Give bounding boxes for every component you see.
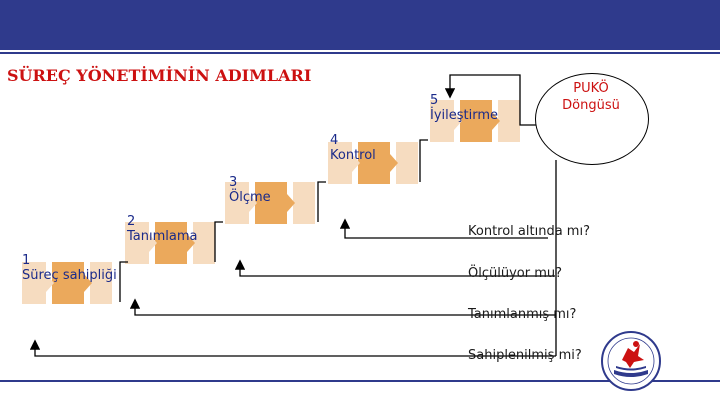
step-label-3: 3 Ölçme	[229, 175, 271, 205]
step-4-middle-block	[358, 142, 390, 184]
step-5-chevron-2	[492, 112, 500, 130]
header-banner	[0, 0, 720, 50]
step-2-left-block	[125, 222, 149, 264]
step-3-chevron-1	[249, 194, 257, 212]
step-1-right-block	[90, 262, 112, 304]
step-4-chevron-2	[390, 154, 398, 172]
page-title: SÜREÇ YÖNETİMİNİN ADIMLARI	[7, 66, 312, 85]
step-4-chevron-1	[352, 154, 360, 172]
step-name-4: Kontrol	[330, 148, 376, 163]
step-number-3: 3	[229, 175, 238, 190]
step-1-chevron-1	[46, 274, 54, 292]
feedback-arrow-tanimlama	[129, 298, 556, 316]
step-2-chevron-2	[187, 234, 195, 252]
step-label-2: 2 Tanımlama	[127, 214, 197, 244]
step-name-2: Tanımlama	[127, 229, 198, 244]
step-4-right-block	[396, 142, 418, 184]
step-5-middle-block	[460, 100, 492, 142]
stair-connector-2	[214, 221, 223, 262]
question-kontrol: Kontrol altında mı?	[468, 224, 590, 239]
question-sahiplik: Sahiplenilmiş mi?	[468, 348, 582, 363]
pdca-cycle-subtitle: Döngüsü	[562, 98, 620, 113]
step-label-4: 4 Kontrol	[330, 133, 376, 163]
question-tanimlama: Tanımlanmış mı?	[468, 307, 577, 322]
cycle-return-arrow	[444, 74, 545, 126]
step-3-left-block	[225, 182, 249, 224]
process-step-4	[328, 142, 418, 184]
step-1-chevron-2	[84, 274, 92, 292]
header-divider	[0, 52, 720, 54]
footer-divider	[0, 380, 720, 382]
step-label-1: 1 Süreç sahipliği	[22, 253, 117, 283]
step-3-chevron-2	[287, 194, 295, 212]
stair-connector-4	[419, 139, 428, 182]
step-2-middle-block	[155, 222, 187, 264]
step-1-left-block	[22, 262, 46, 304]
step-5-left-block	[430, 100, 454, 142]
process-step-5	[430, 100, 520, 142]
step-3-right-block	[293, 182, 315, 224]
step-label-5: 5 İyileştirme	[430, 93, 498, 123]
step-5-chevron-1	[454, 112, 462, 130]
process-step-2	[125, 222, 215, 264]
step-number-5: 5	[430, 93, 439, 108]
step-2-right-block	[193, 222, 215, 264]
pdca-cycle-label: PUKÖ Döngüsü	[545, 80, 637, 114]
step-number-2: 2	[127, 214, 136, 229]
feedback-arrow-kontrol	[339, 218, 548, 239]
step-number-1: 1	[22, 253, 31, 268]
stair-connector-3	[317, 181, 326, 222]
feedback-arrow-sahiplik	[29, 339, 556, 357]
step-3-middle-block	[255, 182, 287, 224]
pdca-cycle-title: PUKÖ	[573, 81, 609, 96]
step-1-middle-block	[52, 262, 84, 304]
step-name-5: İyileştirme	[430, 108, 499, 123]
step-4-left-block	[328, 142, 352, 184]
step-name-1: Süreç sahipliği	[22, 268, 117, 283]
feedback-arrow-olcme	[234, 259, 555, 277]
step-name-3: Ölçme	[229, 190, 271, 205]
step-5-right-block	[498, 100, 520, 142]
step-number-4: 4	[330, 133, 339, 148]
process-step-3	[225, 182, 315, 224]
stair-connector-1	[119, 261, 128, 302]
process-step-1	[22, 262, 112, 304]
university-logo	[601, 331, 661, 391]
question-olcme: Ölçülüyor mu?	[468, 266, 563, 281]
pdca-cycle-circle	[535, 73, 649, 165]
step-2-chevron-1	[149, 234, 157, 252]
